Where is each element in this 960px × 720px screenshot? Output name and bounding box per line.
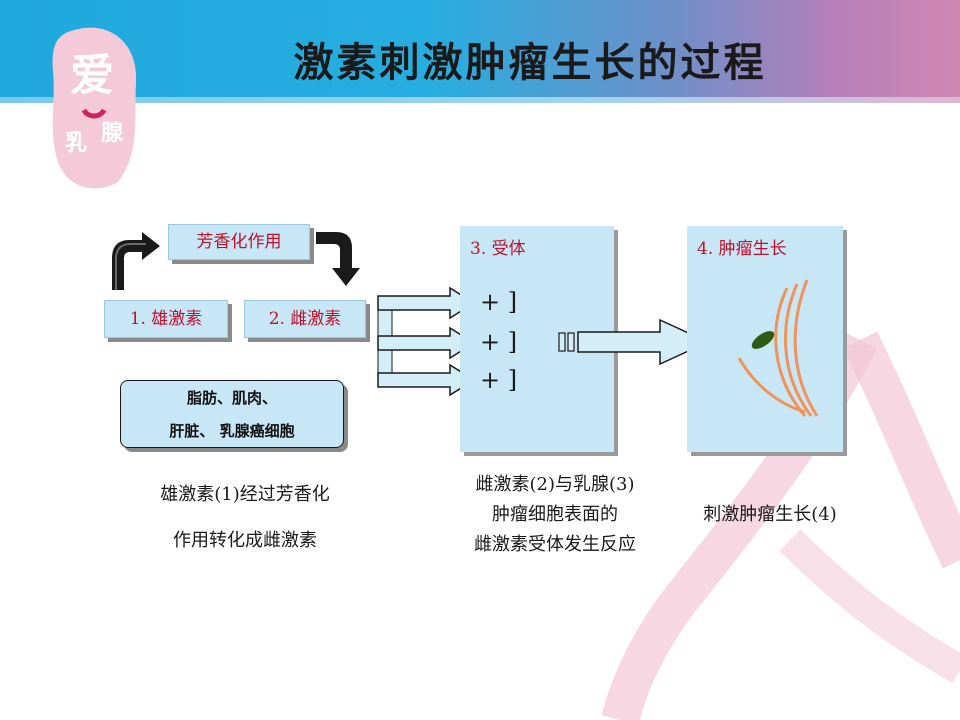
tissue-line-1: 脂肪、肌肉、 xyxy=(186,389,277,407)
big-arrow-right-icon xyxy=(558,318,710,366)
androgen-step-box: 1. 雄激素 xyxy=(104,300,228,338)
caption-middle-line-1: 雌激素(2)与乳腺(3) xyxy=(475,474,635,495)
receptor-symbol: + ] xyxy=(480,366,518,394)
slide-title: 激素刺激肿瘤生长的过程 xyxy=(293,39,767,86)
caption-right: 刺激肿瘤生长(4) xyxy=(670,500,870,530)
caption-right-line-1: 刺激肿瘤生长(4) xyxy=(703,504,837,525)
tissue-list-box: 脂肪、肌肉、 肝脏、 乳腺癌细胞 xyxy=(120,380,344,448)
caption-middle-line-2: 肿瘤细胞表面的 xyxy=(492,504,618,525)
aromatization-label: 芳香化作用 xyxy=(168,224,310,260)
curved-arrow-down-icon xyxy=(316,232,360,286)
caption-left: 雄激素(1)经过芳香化 作用转化成雌激素 xyxy=(110,480,380,556)
tissue-line-2: 肝脏、 乳腺癌细胞 xyxy=(169,422,295,440)
receptor-symbol: + ] xyxy=(480,288,518,316)
caption-middle: 雌激素(2)与乳腺(3) 肿瘤细胞表面的 雌激素受体发生反应 xyxy=(420,470,690,560)
caption-left-line-2: 作用转化成雌激素 xyxy=(173,530,317,551)
tumor-growth-panel: 4. 肿瘤生长 xyxy=(687,226,843,452)
curved-arrow-up-icon xyxy=(112,232,160,290)
tumor-icon xyxy=(751,331,775,349)
caption-left-line-1: 雄激素(1)经过芳香化 xyxy=(160,484,330,505)
logo-text-right: 腺 xyxy=(101,121,124,146)
caption-middle-line-3: 雌激素受体发生反应 xyxy=(474,534,636,555)
receptor-title: 3. 受体 xyxy=(470,239,526,259)
tumor-growth-title: 4. 肿瘤生长 xyxy=(697,239,787,259)
breast-care-logo-icon: 爱 乳 腺 xyxy=(52,27,137,189)
logo-text-top: 爱 xyxy=(70,50,114,101)
estrogen-step-box: 2. 雌激素 xyxy=(244,300,366,338)
header-bar xyxy=(0,0,960,103)
logo-text-left: 乳 xyxy=(65,130,87,156)
receptor-symbol: + ] xyxy=(480,328,518,356)
receptor-arrows xyxy=(377,286,476,397)
breast-tissue-icon xyxy=(737,279,819,417)
